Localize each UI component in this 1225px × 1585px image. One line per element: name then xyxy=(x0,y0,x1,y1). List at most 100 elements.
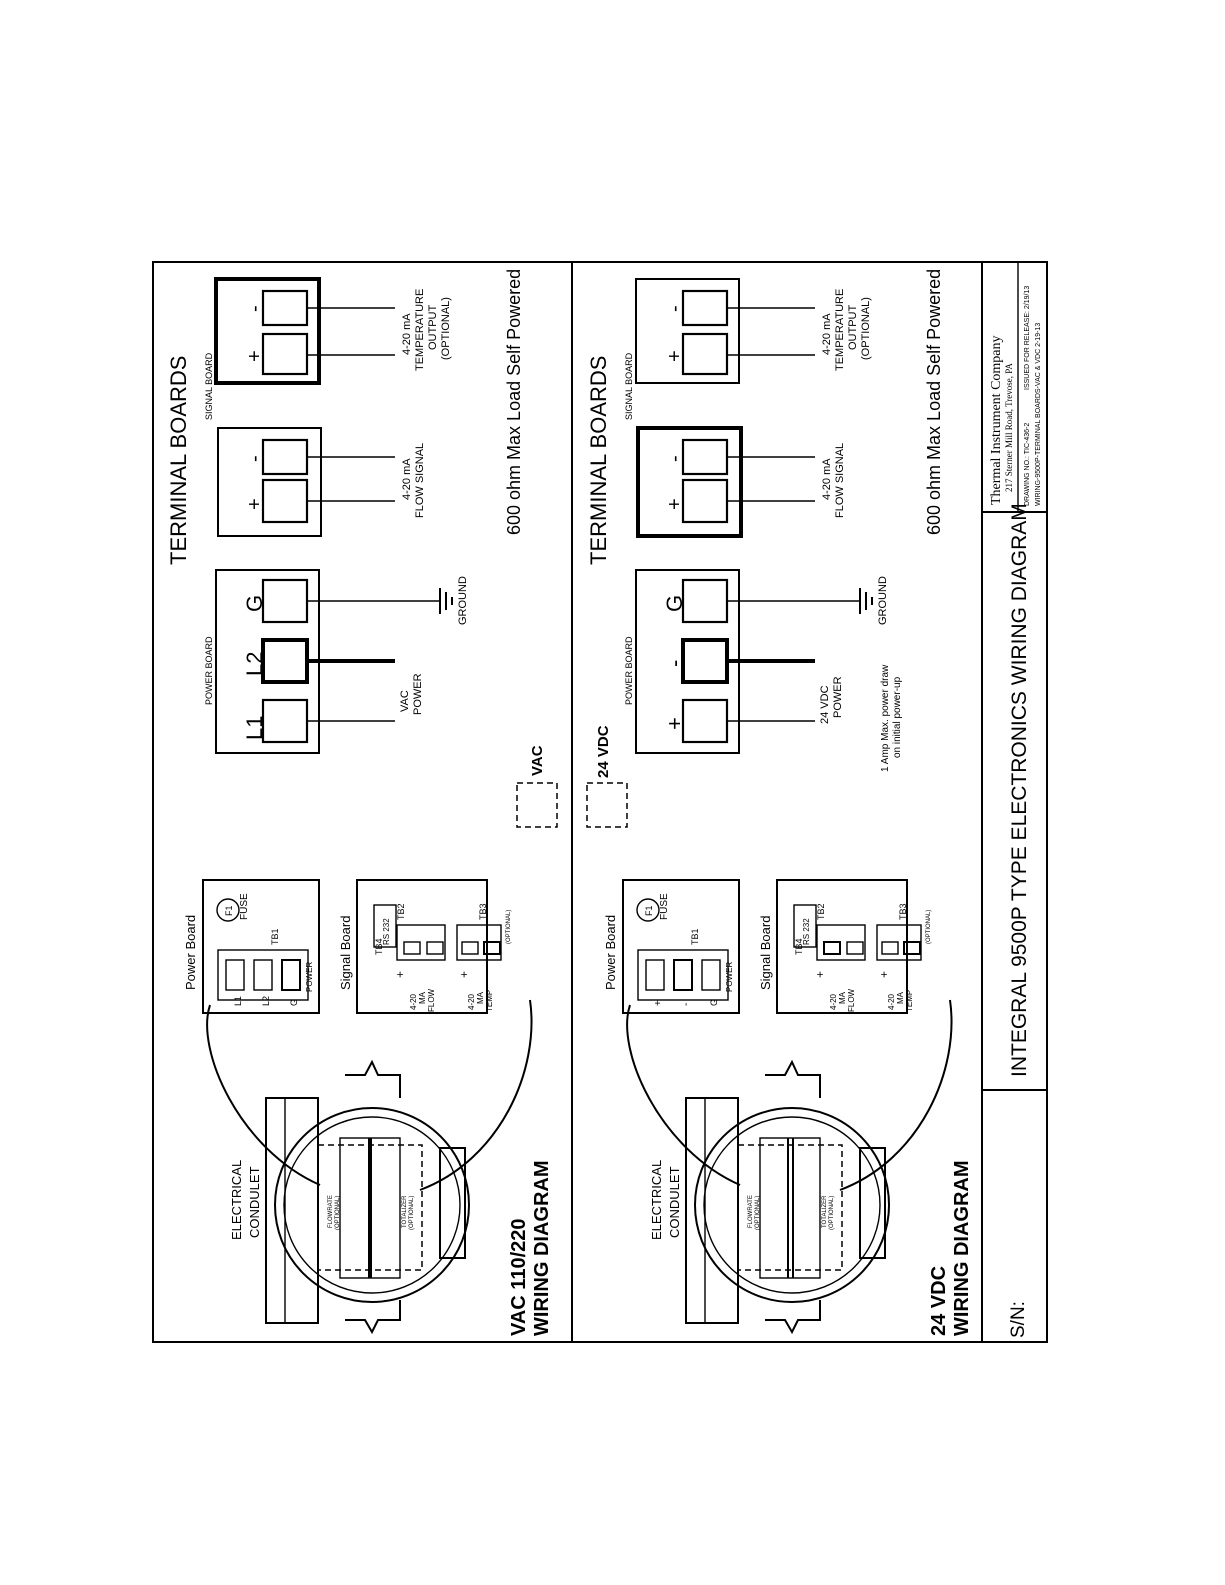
terminal-g xyxy=(261,578,309,624)
mini-signal-board xyxy=(776,879,908,1014)
temp-board-box xyxy=(635,278,740,384)
signal-board-tag: SIGNAL BOARD xyxy=(204,352,214,420)
mini-power-text: POWER xyxy=(305,962,314,992)
flowrate-optional: (OPTIONAL) xyxy=(755,1196,761,1230)
tb1-label: TB1 xyxy=(690,928,700,945)
term-label-g: G xyxy=(662,595,687,612)
temp-minus-terminal xyxy=(261,289,309,327)
term-label-l2: L2 xyxy=(242,652,267,676)
terminal-l1 xyxy=(261,698,309,744)
mini-temp-label-3: TEMP xyxy=(485,990,494,1012)
flow-minus-sign: - xyxy=(244,455,266,462)
temp-label-line4: (OPTIONAL) xyxy=(440,297,452,360)
fuse-label: F1 xyxy=(224,905,234,916)
mini-temp-label-2: MA xyxy=(476,991,485,1004)
flow-minus-terminal xyxy=(681,438,729,476)
temp-label-line3: OUTPUT xyxy=(847,305,859,351)
temp-plus-sign: + xyxy=(664,350,686,362)
mini-flow-plus: + xyxy=(393,971,407,978)
mini-flow-plus: + xyxy=(813,971,827,978)
condulet-housing xyxy=(685,1059,890,1335)
mini-flow-label-3: FLOW xyxy=(847,988,856,1012)
power-label-line1: VAC xyxy=(399,690,411,712)
totalizer-label: TOTALIZER xyxy=(822,1195,828,1228)
power-board-tag: POWER BOARD xyxy=(204,636,214,705)
mini-temp-label-1: 4-20 xyxy=(467,993,476,1010)
vac-select-checkbox[interactable] xyxy=(516,782,558,828)
temp-board-box xyxy=(214,277,321,385)
fuse-text: FUSE xyxy=(239,893,250,920)
power-note-line2: on initial power-up xyxy=(892,676,903,758)
terminal-plus xyxy=(681,698,729,744)
title-block: S/N: INTEGRAL 9500P TYPE ELECTRONICS WIR… xyxy=(989,286,1042,1338)
condulet-housing xyxy=(265,1059,470,1335)
mini-flow-label-2: MA xyxy=(418,991,427,1004)
mini-term-minus: - xyxy=(681,1003,692,1006)
drawing-frame xyxy=(152,261,1048,1343)
drawing-number: DRAWING NO.: TIC-436-2 xyxy=(1024,423,1031,506)
drawing-title: INTEGRAL 9500P TYPE ELECTRONICS WIRING D… xyxy=(1008,503,1031,1077)
temp-plus-terminal xyxy=(261,332,309,376)
temp-plus-terminal xyxy=(681,332,729,376)
flow-label-line1: 4-20 mA xyxy=(401,458,413,500)
mini-term-l2: L2 xyxy=(261,996,271,1006)
company-name: Thermal Instrument Company xyxy=(989,335,1004,505)
term-label-l1: L1 xyxy=(242,716,267,740)
mini-power-board xyxy=(202,879,320,1014)
power-label-line2: POWER xyxy=(412,673,424,715)
panel-vac: TERMINAL BOARDS POWER BOARD SIGNAL BOARD… xyxy=(166,269,558,1336)
fuse-icon xyxy=(636,898,660,922)
conduit-label-line1: ELECTRICAL xyxy=(649,1160,664,1240)
mini-flow-label-2: MA xyxy=(838,991,847,1004)
totalizer-optional: (OPTIONAL) xyxy=(829,1196,835,1230)
flow-plus-sign: + xyxy=(664,498,686,510)
flow-label-line1: 4-20 mA xyxy=(821,458,833,500)
flowrate-label: FLOWRATE xyxy=(328,1195,334,1228)
flow-board-box xyxy=(217,427,322,537)
power-label-line2: POWER xyxy=(832,676,844,718)
mini-flow-label-1: 4-20 xyxy=(409,993,418,1010)
conduit-label-line1: ELECTRICAL xyxy=(229,1160,244,1240)
term-label-g: G xyxy=(242,595,267,612)
terminal-g xyxy=(681,578,729,624)
temp-minus-sign: - xyxy=(244,305,266,312)
flow-minus-sign: - xyxy=(664,455,686,462)
rs232-label: RS 232 xyxy=(382,918,391,945)
mini-optional: (OPTIONAL) xyxy=(506,910,512,944)
wiring-title-line2: WIRING DIAGRAM xyxy=(951,1160,973,1336)
mini-term-g: G xyxy=(289,999,299,1006)
mini-power-title: Power Board xyxy=(183,915,198,990)
fuse-text: FUSE xyxy=(659,893,670,920)
flowrate-optional: (OPTIONAL) xyxy=(335,1196,341,1230)
tb3-label: TB3 xyxy=(478,903,488,920)
load-note: 600 ohm Max Load Self Powered xyxy=(504,269,524,535)
tb2-label: TB2 xyxy=(816,903,826,920)
mini-temp-label-3: TEMP xyxy=(905,990,914,1012)
mini-power-title: Power Board xyxy=(603,915,618,990)
signal-board-tag: SIGNAL BOARD xyxy=(624,352,634,420)
flow-plus-sign: + xyxy=(244,498,266,510)
power-note-line1: 1 Amp Max. power draw xyxy=(880,664,891,772)
tb2-label: TB2 xyxy=(396,903,406,920)
mini-signal-title: Signal Board xyxy=(758,916,773,990)
mini-temp-plus: + xyxy=(457,971,471,978)
temp-minus-sign: - xyxy=(664,305,686,312)
mini-signal-board xyxy=(356,879,488,1014)
totalizer-label: TOTALIZER xyxy=(402,1195,408,1228)
flow-minus-terminal xyxy=(261,438,309,476)
temp-label-line2: TEMPERATURE xyxy=(834,289,846,371)
mini-term-g: G xyxy=(709,999,719,1006)
conduit-label-line2: CONDULET xyxy=(247,1166,262,1238)
totalizer-optional: (OPTIONAL) xyxy=(409,1196,415,1230)
fuse-icon xyxy=(216,898,240,922)
tb1-label: TB1 xyxy=(270,928,280,945)
ground-label: GROUND xyxy=(457,576,469,625)
terminal-minus xyxy=(681,638,729,684)
vdc-select-checkbox[interactable] xyxy=(586,782,628,828)
temp-label-line4: (OPTIONAL) xyxy=(860,297,872,360)
terminal-boards-title: TERMINAL BOARDS xyxy=(586,356,611,565)
mini-term-l1: L1 xyxy=(233,996,243,1006)
conduit-label-line2: CONDULET xyxy=(667,1166,682,1238)
temp-plus-sign: + xyxy=(244,350,266,362)
